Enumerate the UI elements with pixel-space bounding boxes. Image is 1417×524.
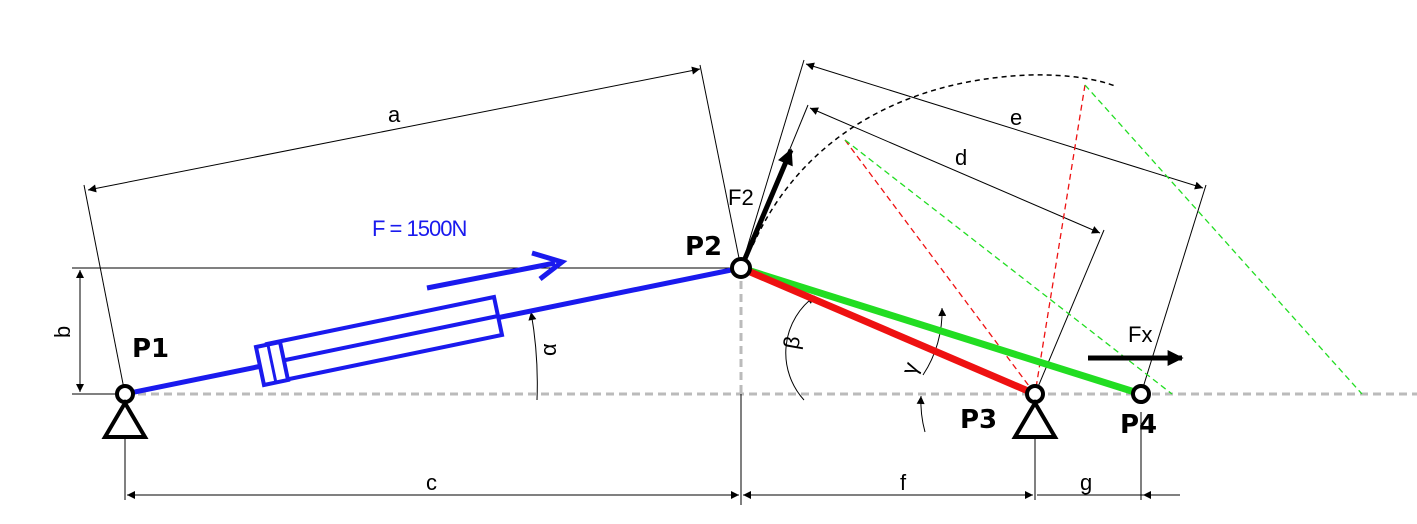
green-link [739, 264, 1143, 398]
beta-arc [785, 295, 816, 401]
angle-beta-label: β [778, 334, 805, 351]
label-p3: P3 [960, 405, 997, 435]
joints [115, 257, 1151, 404]
angle-gamma-label: γ [896, 359, 923, 378]
label-f2: F2 [728, 185, 754, 210]
dim-a-line [87, 66, 701, 193]
dim-g-label: g [1080, 470, 1092, 495]
cylinder-force-arrowhead [531, 250, 568, 281]
angle-arcs [528, 295, 947, 433]
cylinder-inner-rod [270, 314, 499, 365]
joint-p4 [1131, 384, 1151, 404]
joint-p2 [730, 257, 752, 279]
angle-alpha-label: α [536, 343, 561, 356]
gamma-arc-lower [916, 395, 926, 433]
swing-arc [752, 74, 1116, 246]
f2-arrow [738, 148, 794, 269]
label-p2: P2 [685, 232, 722, 262]
label-p1: P1 [132, 334, 169, 364]
dim-b-label: b [50, 326, 75, 338]
red-link [739, 264, 1037, 398]
dim-c-label: c [426, 470, 437, 495]
gamma-arc-upper [922, 307, 947, 376]
cylinder-force-arrow [426, 260, 556, 291]
support-p1 [101, 399, 149, 439]
dim-e-line [805, 62, 1204, 190]
dim-d-label: d [955, 145, 967, 170]
dim-f-label: f [900, 470, 907, 495]
alpha-arc [528, 311, 538, 401]
label-fx: Fx [1128, 322, 1152, 347]
dim-a-label: a [388, 102, 401, 127]
dim-e-label: e [1010, 105, 1022, 130]
dimension-lines [76, 62, 1204, 499]
label-p4: P4 [1120, 410, 1157, 440]
cylinder-force-label: F = 1500N [372, 216, 466, 241]
hydraulic-cylinder [124, 250, 742, 397]
support-p3 [1011, 399, 1059, 439]
